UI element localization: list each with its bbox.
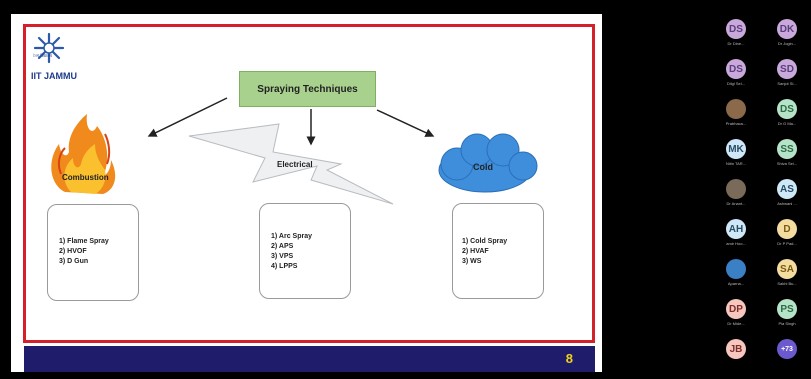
- participant-name: Sanjot Si...: [777, 81, 797, 86]
- participant-name: Nitin TAR...: [725, 161, 747, 166]
- participant-name: Pia Singh: [778, 321, 796, 326]
- participant-name: Dr Mide...: [727, 321, 745, 326]
- avatar: D: [777, 219, 797, 239]
- iit-jammu-logo-icon: [33, 32, 65, 64]
- avatar: [726, 99, 746, 119]
- list-item: 1) Flame Spray: [59, 238, 109, 245]
- avatar: JB: [726, 339, 746, 359]
- slide-border: [23, 24, 595, 343]
- participant-name: amir Hoo...: [726, 241, 746, 246]
- avatar: AS: [777, 179, 797, 199]
- participant-tile[interactable]: SS Shiva Sel...: [769, 139, 805, 179]
- participant-tile[interactable]: Aparna...: [718, 259, 754, 299]
- participant-name: Dr Dine...: [727, 41, 745, 46]
- avatar: SS: [777, 139, 797, 159]
- participants-panel: DS Dr Dine... DK Dr Jogin... DS Dilgi Sel... S…: [706, 14, 811, 374]
- label-cold: Cold: [473, 162, 493, 172]
- participant-name: Dr Anant...: [726, 201, 746, 206]
- label-electrical: Electrical: [277, 160, 313, 169]
- electrical-methods-box: 1) Arc Spray 2) APS 3) VPS 4) LPPS: [259, 203, 351, 299]
- list-item: 3) VPS: [271, 253, 294, 260]
- avatar: DS: [777, 99, 797, 119]
- slide-footer: 8: [24, 346, 595, 372]
- list-item: 3) D Gun: [59, 258, 89, 265]
- participant-name: Dilgi Sel...: [726, 81, 745, 86]
- avatar: DS: [726, 19, 746, 39]
- participant-tile[interactable]: AS Ashwani ...: [769, 179, 805, 219]
- participant-name: Sakhi Bu...: [777, 281, 797, 286]
- participant-tile[interactable]: PS Pia Singh: [769, 299, 805, 339]
- list-item: 3) WS: [462, 258, 482, 265]
- avatar: DP: [726, 299, 746, 319]
- participant-name: Aparna...: [727, 281, 745, 286]
- avatar: DK: [777, 19, 797, 39]
- participant-tile[interactable]: SD Sanjot Si...: [769, 59, 805, 99]
- participant-tile[interactable]: MK Nitin TAR...: [718, 139, 754, 179]
- participant-tile[interactable]: DP Dr Mide...: [718, 299, 754, 339]
- participant-tile[interactable]: SA Sakhi Bu...: [769, 259, 805, 299]
- participant-tile[interactable]: DS Dilgi Sel...: [718, 59, 754, 99]
- combustion-methods-box: 1) Flame Spray 2) HVOF 3) D Gun: [47, 204, 139, 301]
- presentation-slide: ৰৈশ্ব विद्यालय IIT JAMMU Spraying Techni…: [11, 14, 602, 372]
- avatar: DS: [726, 59, 746, 79]
- avatar: +73: [777, 339, 797, 359]
- participant-name: Dr Jogin...: [777, 41, 797, 46]
- label-combustion: Combustion: [62, 173, 109, 182]
- avatar: MK: [726, 139, 746, 159]
- participant-tile[interactable]: JB: [718, 339, 754, 379]
- participant-tile[interactable]: Dr Anant...: [718, 179, 754, 219]
- participant-name: Ashwani ...: [777, 201, 797, 206]
- participant-name: Dr G Ma...: [777, 121, 797, 126]
- avatar: SA: [777, 259, 797, 279]
- lightning-bolt-icon: [188, 123, 394, 205]
- participant-name: Dr P Pad...: [777, 241, 797, 246]
- list-item: 1) Cold Spray: [462, 238, 508, 245]
- flame-icon: [51, 114, 116, 194]
- participant-tile[interactable]: AH amir Hoo...: [718, 219, 754, 259]
- avatar: AH: [726, 219, 746, 239]
- participant-tile[interactable]: D Dr P Pad...: [769, 219, 805, 259]
- participant-tile[interactable]: +73: [769, 339, 805, 379]
- cloud-icon: [438, 133, 538, 193]
- diagram-shapes: [51, 97, 538, 205]
- title-box: Spraying Techniques: [239, 71, 376, 107]
- page-number: 8: [565, 351, 573, 366]
- participant-tile[interactable]: Prabhaca...: [718, 99, 754, 139]
- participant-tile[interactable]: DK Dr Jogin...: [769, 19, 805, 59]
- avatar: [726, 259, 746, 279]
- participant-tile[interactable]: DS Dr G Ma...: [769, 99, 805, 139]
- participant-name: Prabhaca...: [725, 121, 747, 126]
- avatar: PS: [777, 299, 797, 319]
- avatar: [726, 179, 746, 199]
- list-item: 4) LPPS: [271, 263, 298, 270]
- participant-tile[interactable]: DS Dr Dine...: [718, 19, 754, 59]
- list-item: 1) Arc Spray: [271, 233, 312, 240]
- cold-methods-box: 1) Cold Spray 2) HVAF 3) WS: [452, 203, 544, 299]
- list-item: 2) APS: [271, 243, 294, 250]
- participant-name: Shiva Sel...: [776, 161, 798, 166]
- avatar: SD: [777, 59, 797, 79]
- logo-caption: ৰৈশ্ব विद्यालय: [33, 53, 53, 58]
- list-item: 2) HVOF: [59, 248, 87, 255]
- institute-name: IIT JAMMU: [31, 71, 77, 81]
- list-item: 2) HVAF: [462, 248, 489, 255]
